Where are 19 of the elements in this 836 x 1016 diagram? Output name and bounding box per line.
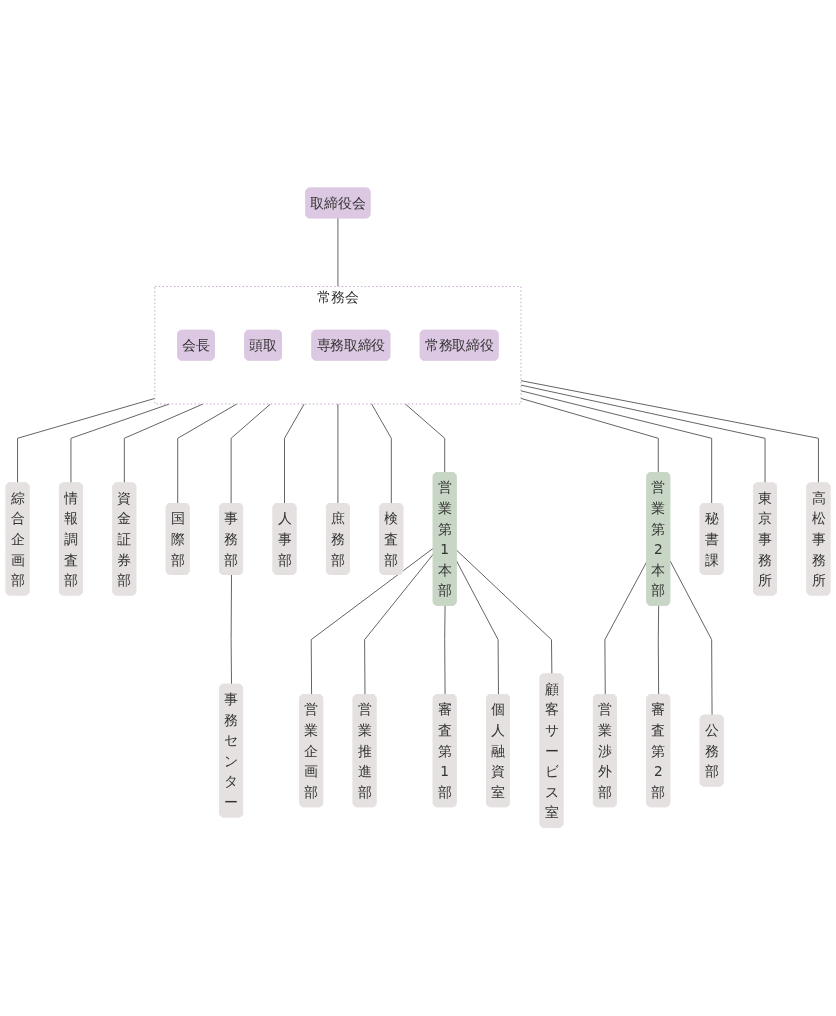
connector xyxy=(520,380,819,484)
connector xyxy=(669,560,713,717)
connector xyxy=(310,547,435,696)
connector xyxy=(284,403,305,505)
connector xyxy=(371,403,392,505)
connector xyxy=(520,384,766,484)
connector xyxy=(520,398,659,474)
connector xyxy=(230,403,271,505)
connector xyxy=(657,605,660,696)
connector xyxy=(444,605,446,696)
connector xyxy=(17,398,156,484)
connector xyxy=(364,553,435,696)
connector xyxy=(456,560,499,696)
connector xyxy=(337,217,339,288)
connector xyxy=(230,574,232,686)
connector xyxy=(404,403,446,474)
connector xyxy=(520,390,713,505)
connector xyxy=(456,550,553,676)
connector xyxy=(337,403,339,505)
